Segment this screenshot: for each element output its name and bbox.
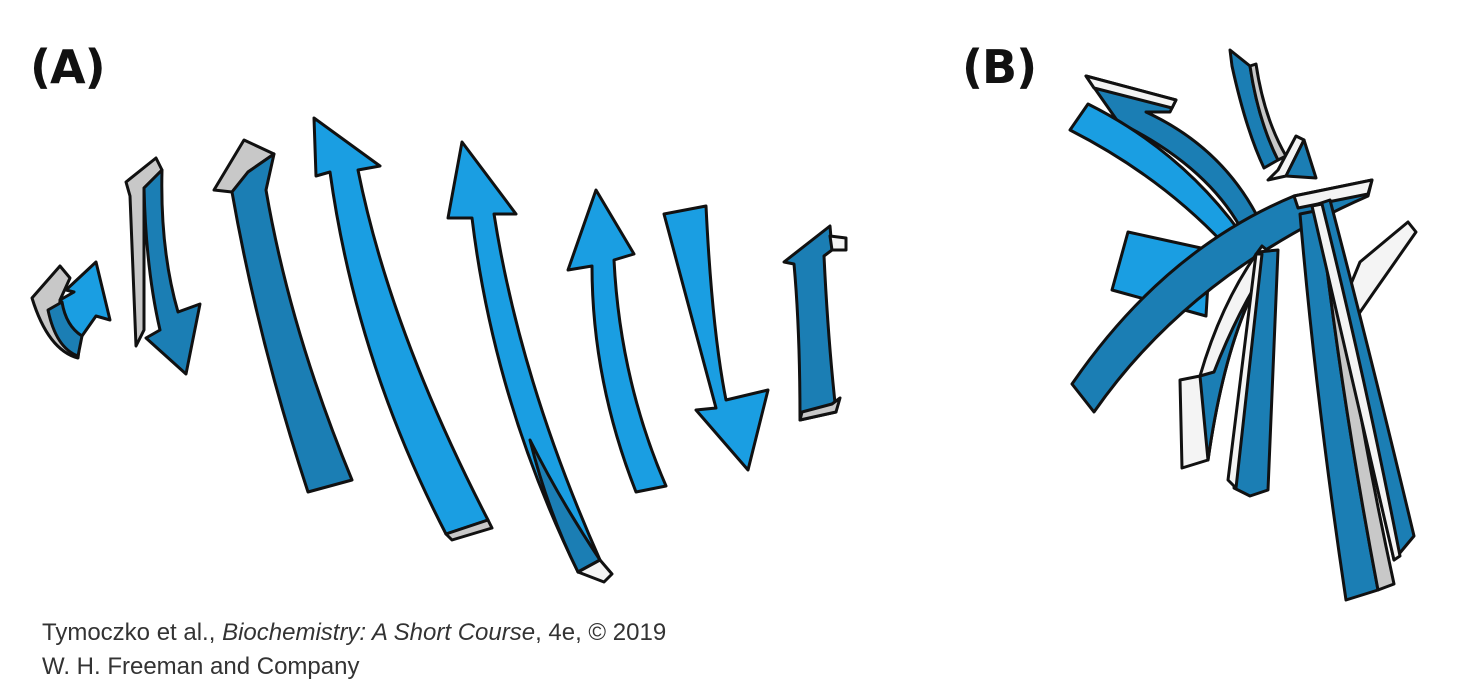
credit-authors: Tymoczko et al., [42, 619, 223, 646]
panel-b-strand-8 [1226, 248, 1280, 498]
panel-b-strand-1 [1084, 74, 1266, 236]
panel-b-label: (B) [962, 40, 1037, 94]
panel-b-strand-10 [1310, 198, 1416, 562]
panel-a-beta-sheet [30, 116, 848, 584]
panel-b-beta-sheet [1068, 48, 1418, 602]
panel-b-strand-3 [1228, 48, 1288, 170]
credit-line-1: Tymoczko et al., Biochemistry: A Short C… [42, 616, 666, 650]
panel-a-strand-8 [782, 224, 848, 422]
panel-a-strand-1 [30, 260, 112, 360]
panel-a-strand-7 [662, 204, 770, 472]
panel-a-strand-5 [446, 140, 614, 584]
panel-a-label: (A) [30, 40, 106, 94]
panel-a-strand-6 [566, 188, 668, 494]
panel-a-strand-2 [124, 156, 202, 376]
panel-a-strand-3 [212, 138, 354, 494]
panel-b-strand-11 [1266, 134, 1318, 182]
panel-a-strand-4 [312, 116, 494, 542]
figure-credit: Tymoczko et al., Biochemistry: A Short C… [42, 616, 666, 684]
panel-b-strand-6 [1070, 178, 1374, 414]
credit-edition: , 4e, © 2019 [535, 619, 667, 646]
credit-line-2: W. H. Freeman and Company [42, 653, 360, 680]
credit-book-title: Biochemistry: A Short Course [222, 619, 536, 646]
